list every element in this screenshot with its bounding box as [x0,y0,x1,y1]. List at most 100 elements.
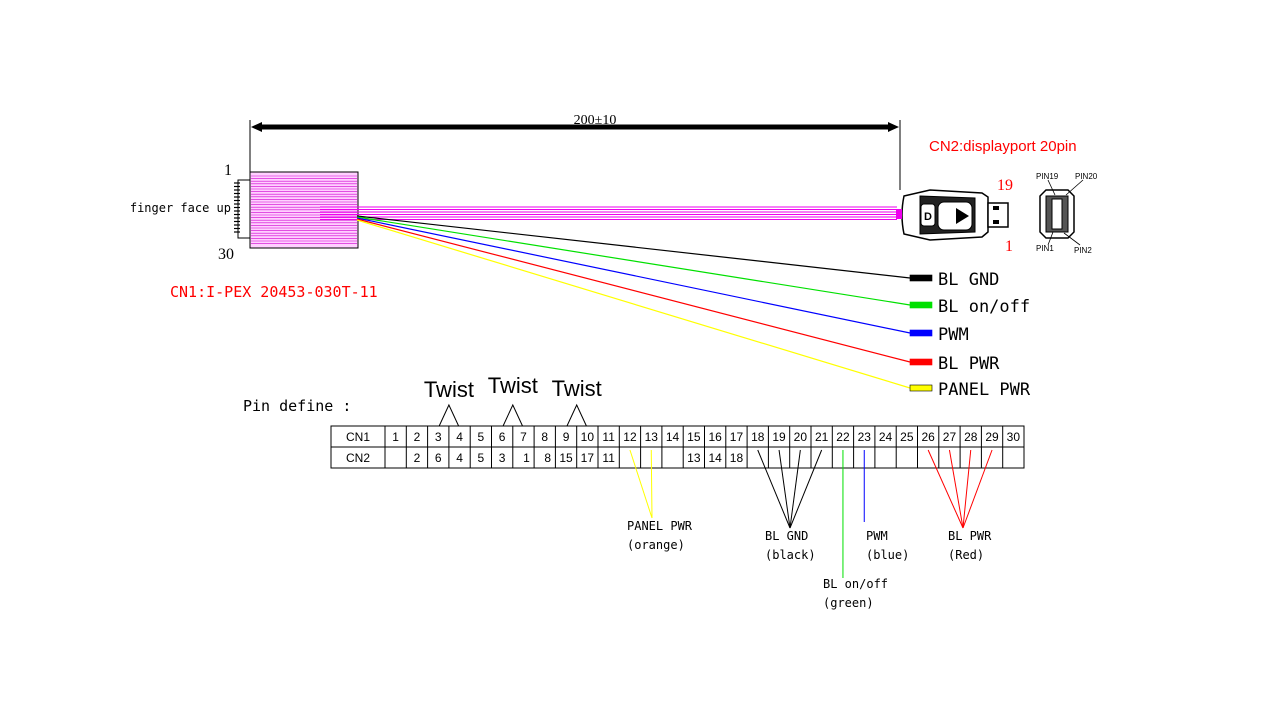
twist-label: Twist [552,376,602,401]
cn1-contact-teeth [234,182,240,233]
cn1-pin-cell: 10 [581,430,595,444]
callout-leader-1 [789,449,823,529]
cable-bundle [320,206,897,220]
cn1-pin-cell: 2 [414,430,421,444]
cn2-pin-cell: 11 [602,451,615,465]
cn2-pin-cell: 4 [456,451,463,465]
cn2-pin-bottom-label: 1 [1005,238,1013,255]
callout-leader-1 [757,449,791,529]
wire-label-3: BL PWR [938,354,1000,374]
cn1-pin-cell: 1 [392,430,399,444]
wire-0 [356,215,911,279]
callout-label-4: BL PWR [948,529,992,543]
pin-define-title: Pin define : [243,397,351,415]
cn1-pin-cell: 26 [921,430,935,444]
cn2-pin-cell: 6 [435,451,442,465]
wire-terminal-2 [909,329,933,337]
wire-label-4: PANEL PWR [938,380,1031,400]
callout-leader-1 [789,449,801,529]
callout-label-3: PWM [866,529,888,543]
cn1-pin-cell: 9 [563,430,570,444]
callout-leader-4 [962,449,993,529]
cn1-connector: 1 30 finger face up CN1:I-PEX 20453-030T… [130,162,378,301]
cn1-pin-cell: 25 [900,430,914,444]
cn2-title: CN2:displayport 20pin [929,138,1077,155]
cn2-pin-cell: 13 [687,451,701,465]
cn1-pin-cell: 22 [836,430,850,444]
pin-table-row-label: CN2 [346,451,370,465]
twist-markers: Twist Twist Twist [424,373,602,429]
cn1-pin-cell: 5 [478,430,485,444]
cn1-orientation-note: finger face up [130,201,231,215]
callout-sublabel-3: (blue) [866,548,909,562]
displayport-logo-letter: D [924,211,932,223]
detail-pin19-label: PIN19 [1036,172,1059,181]
cn1-pin-cell: 17 [730,430,744,444]
cn1-pin-cell: 15 [687,430,701,444]
cn2-pin-cell: 8 [544,451,551,465]
wire-terminal-4 [909,384,933,392]
cn1-pin-top-label: 1 [224,162,232,179]
callout-label-2: BL on/off [823,577,888,591]
wire-label-0: BL GND [938,270,999,290]
wire-4 [356,219,911,389]
cn1-title: CN1:I-PEX 20453-030T-11 [170,283,378,301]
cn1-pin-cell: 8 [541,430,548,444]
cn1-pin-cell: 3 [435,430,442,444]
cn1-pin-cell: 21 [815,430,829,444]
cn2-pin-cell: 18 [730,451,744,465]
wire-2 [356,217,911,334]
wire-3 [356,218,911,363]
cn1-pin-cell: 14 [666,430,680,444]
cn1-pin-cell: 29 [985,430,999,444]
pin-table-row-label: CN1 [346,430,370,444]
callout-leader-4 [948,449,964,529]
cn2-pin-cell: 17 [581,451,595,465]
callout-sublabel-2: (green) [823,596,874,610]
cn1-pin-bottom-label: 30 [218,246,234,263]
displayport-logo-icon: D [920,203,936,227]
cn1-pin-cell: 16 [708,430,722,444]
cn1-pin-cell: 23 [858,430,872,444]
callout-sublabel-4: (Red) [948,548,984,562]
cn1-pin-cell: 28 [964,430,978,444]
callout-sublabel-1: (black) [765,548,816,562]
cn1-pin-cell: 27 [943,430,957,444]
cn1-pin-cell: 20 [794,430,808,444]
cn2-pin-cell: 14 [708,451,722,465]
detail-pin1-label: PIN1 [1036,244,1054,253]
callout-leader-1 [778,449,791,529]
cn2-pin-cell: 1 [523,451,530,465]
cn2-pin-cell: 3 [499,451,506,465]
wire-label-2: PWM [938,325,969,345]
cn1-pin-cell: 11 [602,430,615,444]
callout-leader-0 [629,449,653,519]
cn1-pin-cell: 13 [645,430,659,444]
twist-label: Twist [488,373,538,398]
callout-label-1: BL GND [765,529,808,543]
wire-terminal-1 [909,301,933,309]
cn1-pin-cell: 7 [520,430,527,444]
wire-terminal-0 [909,274,933,282]
cn2-pin-cell: 15 [559,451,573,465]
callout-sublabel-0: (orange) [627,538,685,552]
cn1-pin-cell: 4 [456,430,463,444]
cn1-pin-cell: 19 [772,430,786,444]
dimension-line: 200±10 [249,113,901,190]
detail-pin2-label: PIN2 [1074,246,1092,255]
cn1-ribbon-lines [251,175,357,244]
twist-label: Twist [424,377,474,402]
cn2-pin-cell: 5 [478,451,485,465]
twist-bracket [437,403,461,429]
callout-leader-4 [927,449,964,529]
cn1-pin-cell: 6 [499,430,506,444]
callout-label-0: PANEL PWR [627,519,693,533]
cn2-pin-top-label: 19 [997,177,1013,194]
wire-1 [356,216,911,306]
wire-terminal-3 [909,358,933,366]
cn1-pin-cell: 24 [879,430,893,444]
cn2-displayport-plug: D CN2:displayport 20pin 19 1 [896,138,1077,255]
cn2-pin-cell: 2 [414,451,421,465]
